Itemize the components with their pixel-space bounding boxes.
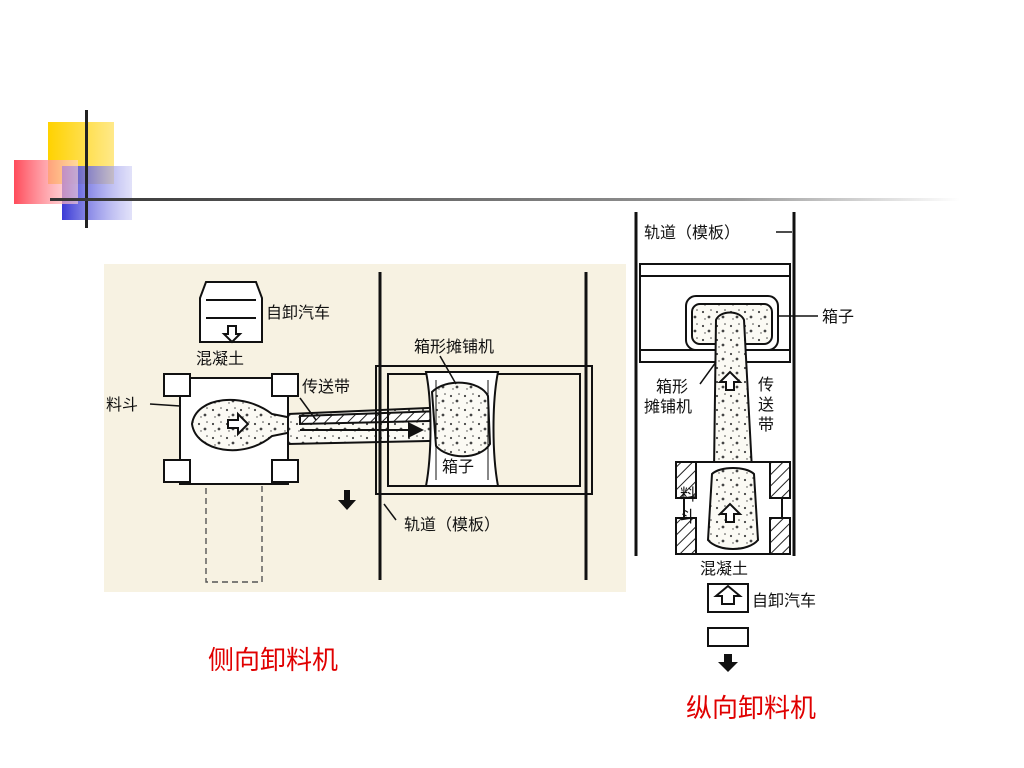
caption-side-unloader: 侧向卸料机	[208, 646, 339, 676]
longitudinal-unloader-diagram: 轨道（模板） 箱子 箱形 摊铺机 传 送 带 料 斗 混凝土 自卸汽车	[632, 206, 854, 672]
wheel-icon	[271, 459, 299, 483]
wheel-icon	[675, 517, 697, 555]
right-leader-lines	[699, 231, 818, 385]
left-label-concrete: 混凝土	[196, 349, 244, 368]
right-conveyor-belt	[712, 311, 754, 471]
caption-longitudinal-unloader: 纵向卸料机	[686, 694, 817, 724]
right-down-arrow-icon	[718, 654, 738, 672]
right-dump-truck	[707, 583, 749, 647]
left-rails	[378, 272, 588, 580]
left-label-hopper: 料斗	[106, 395, 138, 414]
left-label-box: 箱子	[442, 457, 474, 476]
right-label-box: 箱子	[822, 307, 854, 326]
left-leader-lines	[149, 355, 457, 521]
right-label-conveyor-1: 传	[758, 375, 774, 394]
right-label-conveyor-2: 送	[758, 395, 774, 414]
right-label-box-spreader-2: 摊铺机	[644, 397, 692, 416]
left-dump-truck	[199, 281, 263, 344]
wheel-icon	[271, 373, 299, 397]
right-label-conveyor-3: 带	[758, 415, 774, 434]
right-label-concrete: 混凝土	[700, 559, 748, 578]
left-down-arrow-icon	[338, 490, 356, 510]
wheel-icon	[769, 517, 791, 555]
left-box-spreader	[375, 365, 593, 495]
right-label-rail: 轨道（模板）	[644, 223, 740, 242]
left-label-conveyor: 传送带	[302, 377, 350, 396]
right-label-hopper-1: 料	[680, 485, 696, 504]
right-hopper-cart	[675, 461, 791, 555]
left-label-dump-truck: 自卸汽车	[266, 303, 330, 322]
right-label-dump-truck: 自卸汽车	[752, 591, 816, 610]
wheel-icon	[163, 373, 191, 397]
left-label-box-spreader: 箱形摊铺机	[414, 337, 494, 356]
left-hopper	[163, 373, 299, 485]
left-label-rail: 轨道（模板）	[404, 515, 500, 534]
wheel-icon	[163, 459, 191, 483]
left-dump-truck-ghost	[205, 481, 263, 583]
side-unloader-diagram: 自卸汽车 混凝土 料斗 传送带 箱形摊铺机 箱子 轨道（模板）	[104, 264, 626, 592]
wheel-icon	[769, 461, 791, 499]
right-rails	[634, 212, 796, 556]
right-label-hopper-2: 斗	[680, 507, 696, 526]
right-label-box-spreader-1: 箱形	[656, 377, 688, 396]
wheel-icon	[675, 461, 697, 499]
